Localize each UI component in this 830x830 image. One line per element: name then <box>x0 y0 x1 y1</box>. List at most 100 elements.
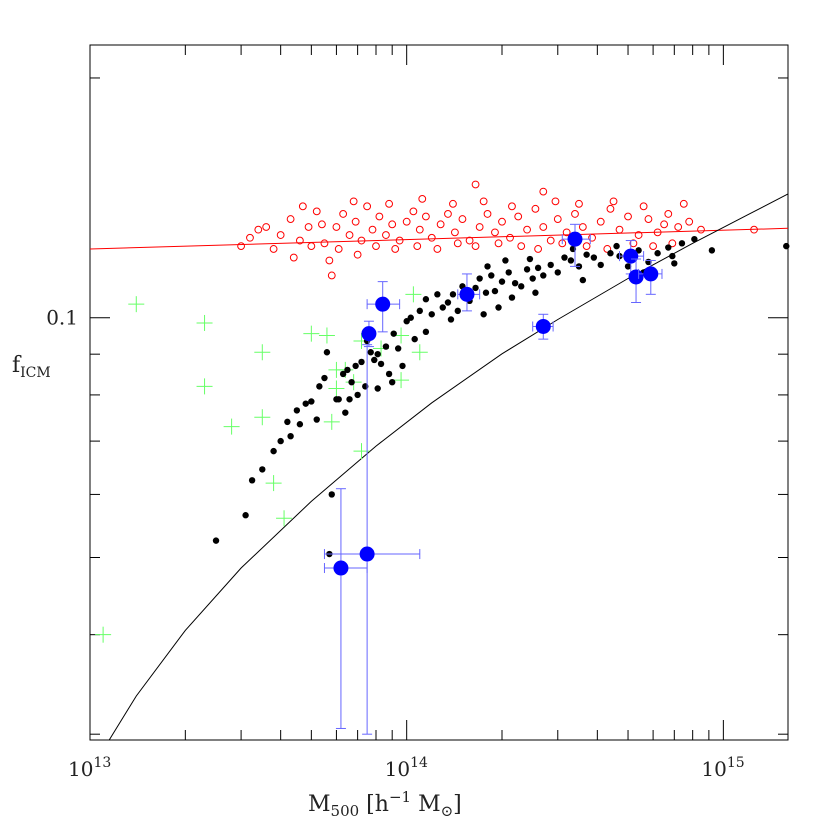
black-point <box>385 370 393 378</box>
green-cross-point <box>328 380 345 397</box>
black-point <box>654 250 661 257</box>
black-point <box>371 356 378 364</box>
black-point <box>416 307 423 315</box>
black-point <box>374 350 381 358</box>
green-cross-point <box>303 325 320 342</box>
red-circle-point <box>327 271 336 280</box>
black-point <box>708 247 716 254</box>
green-cross-point <box>95 626 112 643</box>
black-point <box>540 272 547 279</box>
red-circle-point <box>418 194 427 203</box>
red-circle-point <box>649 242 658 251</box>
red-circle-point <box>246 233 254 242</box>
red-circle-point <box>318 220 326 229</box>
black-point <box>449 291 457 298</box>
black-point <box>394 345 402 352</box>
black-point <box>407 314 414 321</box>
red-circle-point <box>471 242 480 251</box>
green-cross-series <box>95 286 428 643</box>
green-cross-point <box>196 314 213 331</box>
black-point <box>476 275 483 282</box>
red-circle-point <box>415 225 424 234</box>
black-point <box>313 416 320 423</box>
black-point <box>287 432 294 440</box>
black-point <box>607 250 614 257</box>
red-circle-point <box>660 220 669 229</box>
red-circle-point <box>433 245 442 253</box>
red-circle-point <box>546 236 555 245</box>
red-circle-point <box>382 231 390 239</box>
blue-point-with-errors <box>628 258 644 304</box>
red-circle-point <box>372 242 380 251</box>
black-point <box>382 343 390 350</box>
black-point <box>491 287 499 295</box>
black-point <box>321 374 328 382</box>
black-point <box>472 284 479 292</box>
red-circle-point <box>458 215 467 223</box>
red-circle-point <box>668 239 677 248</box>
black-point <box>358 358 365 366</box>
black-point <box>669 252 676 260</box>
black-point <box>434 291 441 298</box>
red-circle-point <box>624 212 632 221</box>
red-circle-point <box>334 245 343 253</box>
black-point <box>390 330 397 337</box>
green-cross-point <box>411 344 428 361</box>
red-circle-point <box>634 231 643 239</box>
plot-frame-border <box>89 44 789 741</box>
black-point <box>454 307 461 315</box>
red-circle-point <box>436 220 445 229</box>
blue-point <box>333 560 349 576</box>
red-circle-point <box>444 210 452 218</box>
green-cross-point <box>318 327 335 344</box>
red-circle-point <box>498 217 506 226</box>
black-point <box>335 396 342 403</box>
black-fit-curve <box>108 193 788 740</box>
black-point <box>293 407 301 414</box>
plot-frame <box>89 44 789 741</box>
red-circle-point <box>339 210 348 218</box>
green-cross-point <box>405 286 422 303</box>
red-circle-point <box>254 225 263 234</box>
red-circle-point <box>363 202 372 211</box>
black-point <box>505 269 512 276</box>
black-point <box>480 311 487 318</box>
black-point <box>439 304 446 311</box>
red-circle-point <box>603 245 612 253</box>
blue-point <box>643 266 659 282</box>
black-point <box>484 263 491 270</box>
red-circle-point <box>575 199 583 208</box>
blue-point <box>459 286 475 302</box>
black-point <box>482 289 490 296</box>
black-point <box>495 304 502 311</box>
green-cross-point <box>254 409 271 426</box>
blue-point-series <box>323 223 663 735</box>
red-circle-point <box>475 223 484 231</box>
blue-point <box>361 326 377 342</box>
black-point <box>308 398 315 405</box>
red-circle-point <box>615 225 624 234</box>
red-circle-point <box>388 220 397 229</box>
red-circle-point <box>562 228 571 237</box>
red-circle-point <box>289 253 298 262</box>
red-circle-point <box>514 212 523 221</box>
black-point <box>444 299 452 306</box>
red-circle-point <box>629 239 638 248</box>
red-circle-point <box>679 199 688 208</box>
blue-point-with-errors <box>323 344 421 735</box>
green-cross-point <box>196 378 213 395</box>
red-circle-point <box>422 212 430 221</box>
blue-point <box>375 296 391 312</box>
red-circle-point <box>523 225 531 234</box>
red-circle-point <box>453 239 462 248</box>
red-circle-point <box>269 245 278 253</box>
red-circle-point <box>588 233 596 242</box>
red-circle-point <box>606 204 615 213</box>
red-circle-point <box>517 242 526 251</box>
black-point <box>316 383 323 390</box>
red-circle-point <box>409 207 418 216</box>
black-point <box>498 278 506 285</box>
blue-point-with-errors <box>638 259 663 295</box>
red-circle-point <box>506 233 514 242</box>
